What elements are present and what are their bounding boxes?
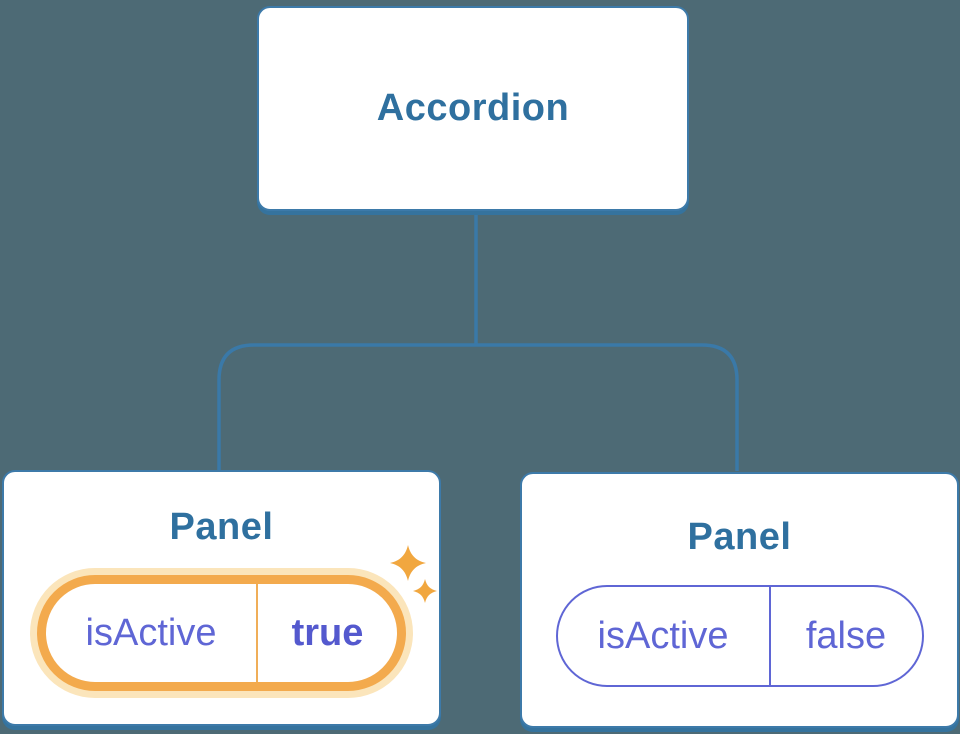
sparkle-icon [390, 545, 426, 581]
panel-node-label: Panel [687, 516, 792, 558]
panel-node-label: Panel [169, 506, 274, 548]
accordion-node: Accordion [257, 6, 689, 211]
sparkle-icon [413, 579, 437, 603]
state-prop-label: isActive [85, 611, 217, 654]
pill-divider [256, 584, 258, 682]
pill-divider [768, 587, 771, 685]
state-pill-active: isActive true [37, 575, 406, 691]
panel-node-inactive: Panel isActive false [520, 472, 959, 728]
state-pill-inactive: isActive false [555, 585, 924, 687]
accordion-node-label: Accordion [376, 87, 570, 129]
state-value: false [805, 614, 887, 657]
panel-node-active: Panel isActive true [2, 470, 441, 726]
state-prop-label: isActive [597, 614, 729, 657]
state-value: true [291, 611, 364, 654]
